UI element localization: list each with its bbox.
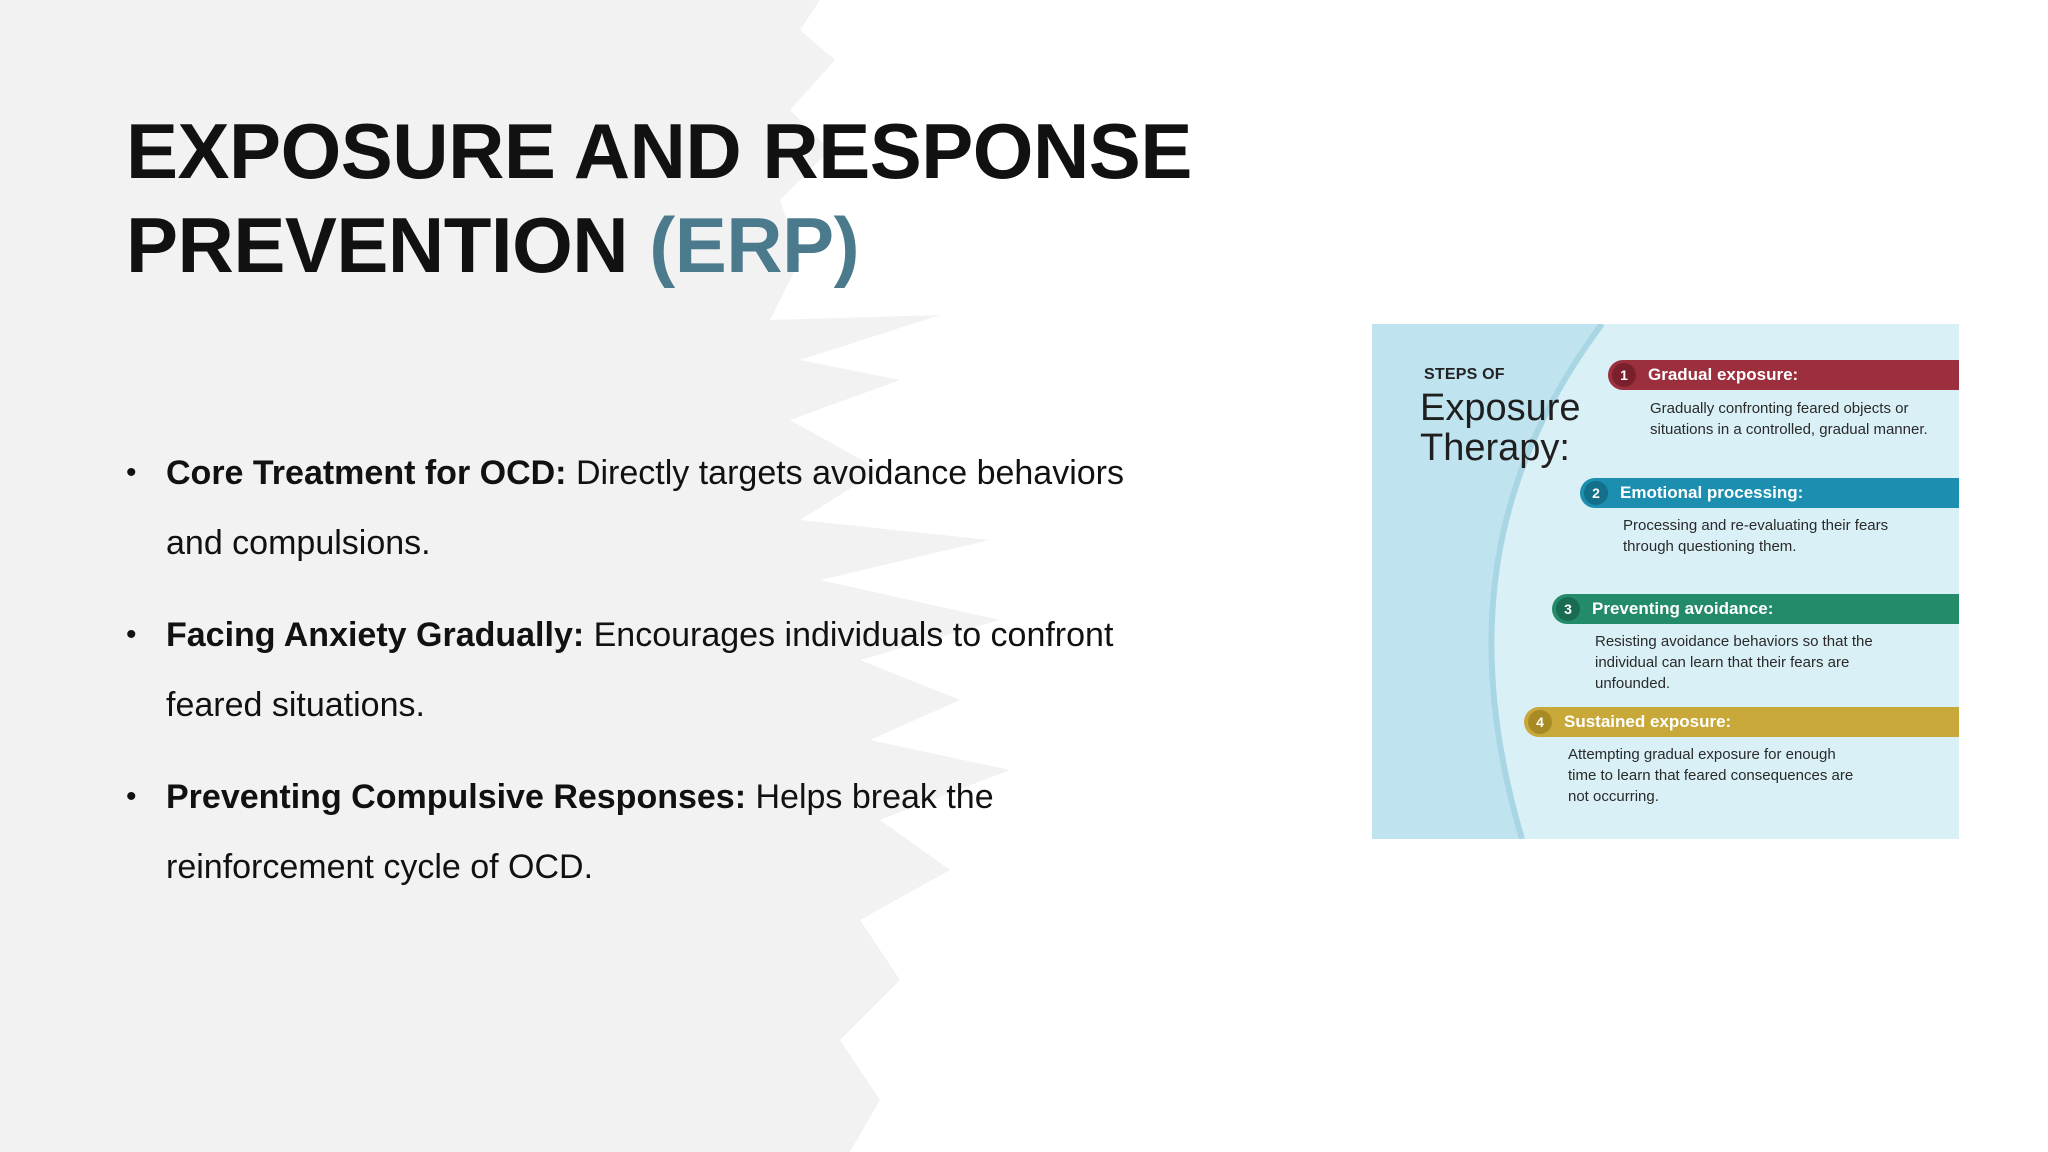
bullet-marker: •: [126, 780, 137, 813]
bullet-item: • Preventing Compulsive Responses: Helps…: [126, 762, 1176, 902]
bullet-text: Helps break the reinforcement cycle of O…: [166, 778, 994, 886]
step-desc-2: Processing and re-evaluating their fears…: [1623, 517, 1889, 555]
step-title-3: Preventing avoidance:: [1592, 599, 1774, 618]
bullet-item: • Facing Anxiety Gradually: Encourages i…: [126, 600, 1176, 740]
step-title-2: Emotional processing:: [1620, 483, 1804, 502]
step-title-4: Sustained exposure:: [1564, 712, 1732, 731]
step-number-3: 3: [1556, 597, 1580, 621]
slide-title: EXPOSURE AND RESPONSE PREVENTION (ERP): [126, 104, 1226, 292]
bullet-list: • Core Treatment for OCD: Directly targe…: [126, 438, 1176, 924]
bullet-heading: Preventing Compulsive Responses:: [166, 778, 747, 816]
step-desc-4: Attempting gradual exposure for enough t…: [1568, 746, 1854, 805]
step-bar-3: 3 Preventing avoidance:: [1552, 594, 1959, 624]
bullet-text: Encourages individuals to confront feare…: [166, 616, 1114, 724]
title-line-2: PREVENTION: [126, 201, 650, 289]
step-title-1: Gradual exposure:: [1648, 365, 1799, 384]
step-bar-1: 1 Gradual exposure:: [1608, 360, 1959, 390]
bullet-item: • Core Treatment for OCD: Directly targe…: [126, 438, 1176, 578]
bullet-marker: •: [126, 456, 137, 489]
step-bar-2: 2 Emotional processing:: [1580, 478, 1959, 508]
exposure-therapy-infographic: STEPS OF Exposure Therapy: 1 Gradual exp…: [1372, 324, 1959, 839]
step-number-1: 1: [1612, 363, 1636, 387]
step-desc-3: Resisting avoidance behaviors so that th…: [1595, 633, 1873, 692]
infographic-kicker: STEPS OF: [1424, 366, 1505, 383]
title-line-1: EXPOSURE AND RESPONSE: [126, 107, 1192, 195]
bullet-heading: Core Treatment for OCD:: [166, 454, 567, 492]
step-number-4: 4: [1528, 710, 1552, 734]
title-accent: (ERP): [649, 201, 860, 289]
bullet-heading: Facing Anxiety Gradually:: [166, 616, 585, 654]
step-desc-1: Gradually confronting feared objects or …: [1650, 400, 1928, 438]
step-number-2: 2: [1584, 481, 1608, 505]
infographic-headline: Exposure Therapy:: [1420, 387, 1581, 469]
step-bar-4: 4 Sustained exposure:: [1524, 707, 1959, 737]
bullet-text: Directly targets avoidance behaviors and…: [166, 454, 1124, 562]
bullet-marker: •: [126, 618, 137, 651]
